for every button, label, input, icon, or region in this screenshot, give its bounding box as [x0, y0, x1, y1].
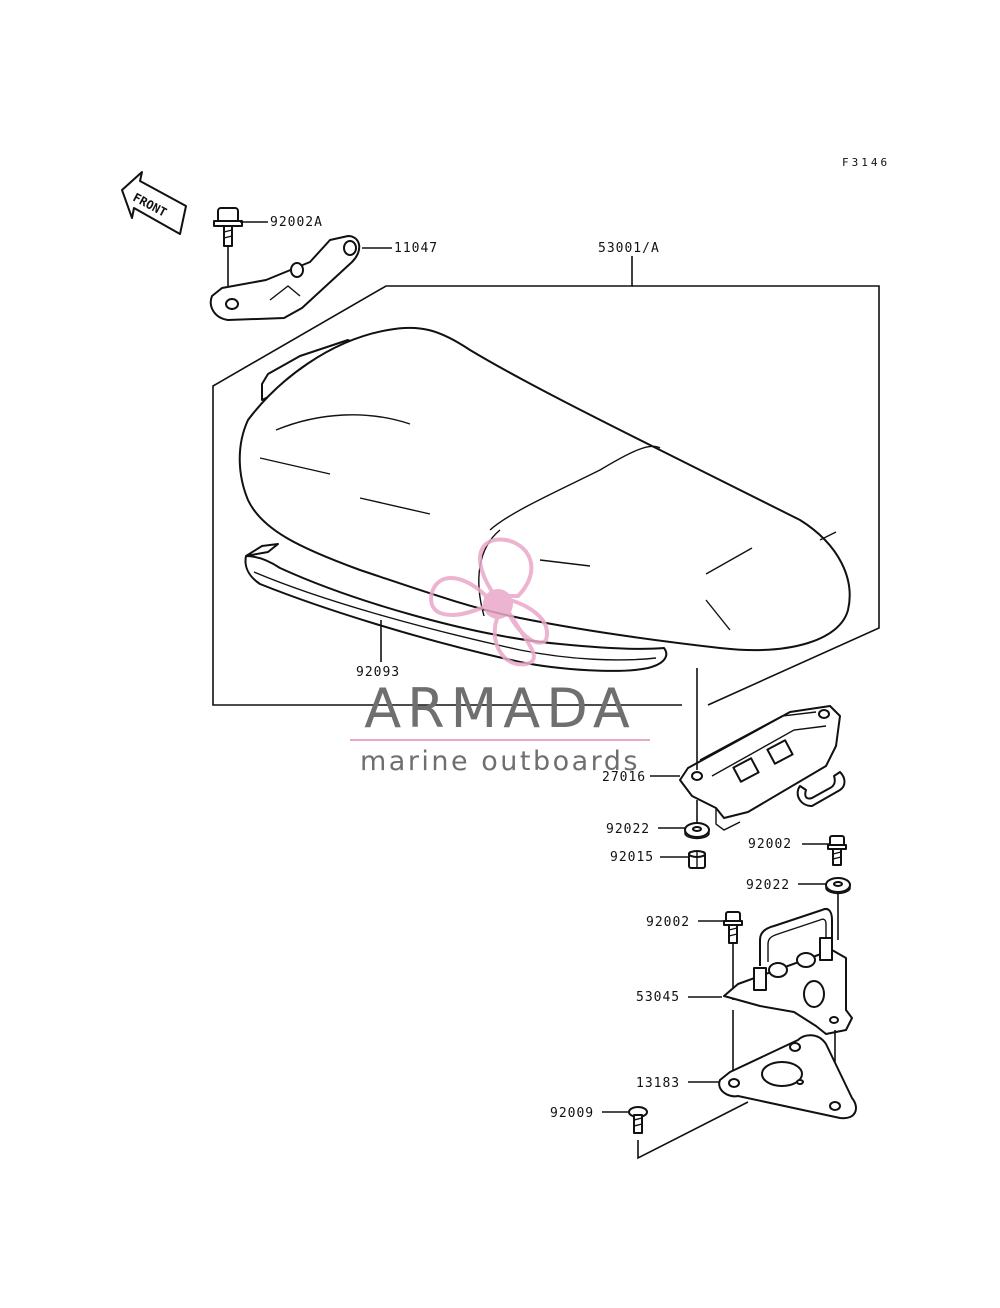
bolt-92002-right-icon: [827, 835, 847, 866]
part-label-92002-left: 92002: [646, 915, 690, 930]
bracket-53045-icon: [723, 908, 853, 1096]
nut-92015-icon: [688, 850, 706, 869]
part-label-92015: 92015: [610, 850, 654, 865]
plate-13183-icon: [718, 1034, 857, 1120]
latch-27016-icon: [679, 668, 846, 831]
part-label-92022-right: 92022: [746, 878, 790, 893]
part-label-92002a: 92002A: [270, 215, 323, 230]
front-arrow-icon: FRONT: [121, 171, 187, 235]
part-label-53045: 53045: [636, 990, 680, 1005]
part-label-27016: 27016: [602, 770, 646, 785]
part-label-92009: 92009: [550, 1106, 594, 1121]
watermark-tagline: marine outboards: [360, 746, 640, 777]
figure-code: F3146: [842, 156, 890, 169]
part-label-92022-left: 92022: [606, 822, 650, 837]
watermark: ARMADA marine outboards: [350, 537, 650, 777]
bracket-11047-icon: [209, 235, 361, 321]
watermark-brand: ARMADA: [364, 677, 636, 740]
part-label-92093: 92093: [356, 665, 400, 680]
washer-92022-right-icon: [825, 877, 851, 940]
part-label-92002-right: 92002: [748, 837, 792, 852]
part-label-53001a: 53001/A: [598, 241, 660, 256]
part-label-13183: 13183: [636, 1076, 680, 1091]
propeller-icon: [429, 537, 549, 667]
pad-92093-icon: [244, 543, 668, 672]
screw-92009-icon: [628, 1101, 749, 1160]
seat-group-frame: [212, 256, 880, 706]
part-label-11047: 11047: [394, 241, 438, 256]
seat-53001a-icon: [238, 326, 851, 652]
washer-92022-icon: [684, 800, 710, 840]
bolt-92002a-icon: [213, 207, 243, 300]
